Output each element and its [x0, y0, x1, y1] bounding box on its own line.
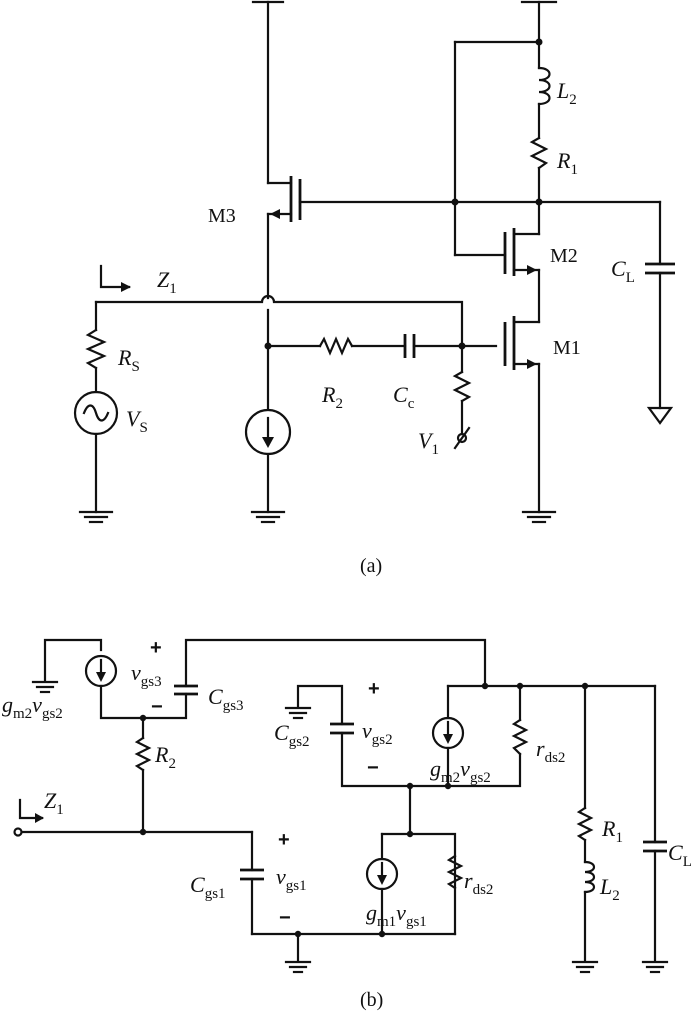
rs-resistor [85, 328, 107, 370]
gm3-ground-wire [43, 638, 103, 682]
plus-sign: + [150, 637, 162, 659]
l2-label: L2 [556, 78, 577, 108]
r1-resistor [576, 806, 594, 842]
cgs1-label: Cgs1 [190, 872, 226, 902]
node-dot [444, 782, 452, 790]
gm1-vgs1-label: gm1vgs1 [366, 900, 427, 930]
z1-arrow [99, 264, 131, 289]
m2-label: M2 [550, 245, 578, 267]
cc-label: Cc [393, 382, 415, 412]
cl-label: CL [668, 840, 692, 870]
z1-terminal [13, 827, 23, 837]
rds2-resistor-lower [446, 854, 464, 890]
m1-label: M1 [553, 337, 581, 359]
rds2-upper-label: rds2 [536, 736, 565, 766]
ground-icon [31, 680, 59, 694]
vgs1-label: vgs1 [276, 864, 307, 894]
cgs3-label: Cgs3 [208, 684, 244, 714]
rs-label: RS [117, 345, 140, 375]
rds2-lower-label: rds2 [464, 868, 493, 898]
ground-icon [78, 510, 114, 524]
cgs3-top-wire [184, 638, 487, 688]
cgs2-label: Cgs2 [274, 720, 310, 750]
r1-resistor [529, 136, 549, 170]
ground-icon [250, 510, 286, 524]
sine-icon [82, 404, 110, 422]
z1-input-wire [94, 294, 464, 347]
caption-b: (b) [360, 989, 383, 1011]
minus-sign: − [279, 907, 291, 929]
minus-sign: − [367, 757, 379, 779]
node-dot [378, 930, 386, 938]
v1-terminal [456, 432, 468, 444]
v1-label: V1 [418, 428, 439, 458]
gm2-bottom-wire [99, 684, 188, 720]
r1-label: R1 [556, 148, 578, 178]
r2-label: R2 [154, 742, 176, 772]
l2-inductor [583, 860, 596, 894]
caption-a: (a) [360, 555, 382, 577]
circuit-b: + − vgs3 Cgs3 gm2vgs2 R2 Z1 + − vgs1 [2, 637, 692, 1011]
m3-label: M3 [208, 205, 236, 227]
rds2-resistor-upper [511, 718, 529, 756]
m1-transistor [503, 316, 541, 370]
z1-label: Z1 [157, 267, 177, 297]
plus-sign: + [278, 829, 290, 851]
m3-transistor [266, 176, 457, 222]
gm2-vgs2b-label: gm2vgs2 [430, 756, 491, 786]
ground-icon [521, 510, 557, 524]
m2-transistor [453, 228, 541, 276]
vgs2-label: vgs2 [362, 718, 393, 748]
l2-inductor [537, 66, 551, 106]
r1-label: R1 [601, 816, 623, 846]
ground-icon [571, 960, 599, 974]
z1-label: Z1 [44, 788, 64, 818]
node-dot [139, 828, 147, 836]
r2-resistor [318, 336, 354, 356]
ground-icon [284, 706, 312, 720]
vgs3-label: vgs3 [131, 660, 162, 690]
bias-resistor [452, 370, 472, 403]
circuit-a: Z1 RS VS R2 Cc V1 [73, 0, 675, 577]
minus-sign: − [151, 696, 163, 718]
r2-label: R2 [321, 382, 343, 412]
ground-icon [284, 960, 312, 974]
plus-sign: + [368, 678, 380, 700]
l2-label: L2 [599, 874, 620, 904]
ground-triangle-icon [646, 406, 674, 425]
vs-label: VS [126, 406, 148, 436]
ground-icon [641, 960, 669, 974]
r2-resistor [134, 736, 152, 772]
gm2-vgs2-label: gm2vgs2 [2, 692, 63, 722]
cl-label: CL [611, 256, 635, 286]
